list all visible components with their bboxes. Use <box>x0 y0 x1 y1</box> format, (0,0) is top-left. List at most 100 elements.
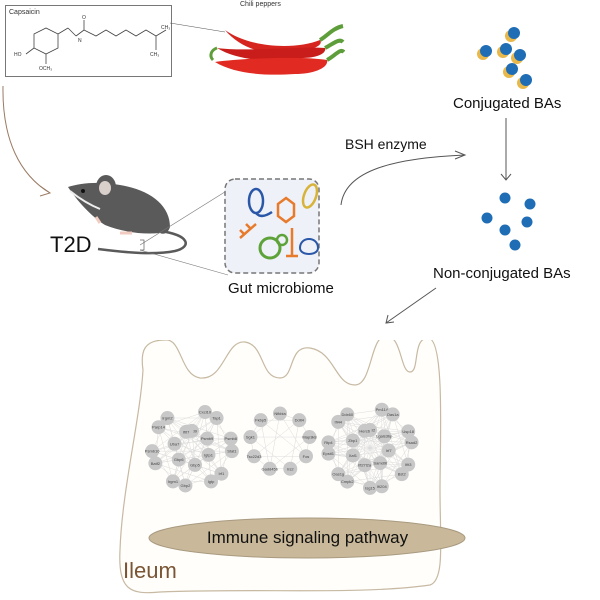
gene-node: Xaf1 <box>345 448 360 463</box>
gene-node: Herc6 <box>357 423 372 438</box>
capsaicin-to-mouse-arrow <box>2 85 52 197</box>
svg-text:Epsti1: Epsti1 <box>323 451 335 456</box>
svg-text:Ddit4: Ddit4 <box>295 418 305 423</box>
nonconjugated-ba-dot <box>499 224 511 236</box>
capsaicin-label: Capsaicin <box>9 9 40 16</box>
gene-node: Irf7 <box>381 443 396 458</box>
svg-text:Cmpk2: Cmpk2 <box>341 479 354 484</box>
svg-text:Pm114: Pm114 <box>376 407 389 412</box>
svg-text:Psmb10: Psmb10 <box>145 449 160 454</box>
svg-text:Ifit7: Ifit7 <box>183 429 190 434</box>
svg-text:Herc6: Herc6 <box>359 428 370 433</box>
svg-text:CH₃: CH₃ <box>161 25 170 31</box>
gene-node: Ifi27l2a <box>357 458 372 473</box>
gene-node: Bst2 <box>394 467 409 482</box>
nonconjugated-bas-icon <box>481 192 536 251</box>
gene-node: Lgals3bp <box>376 429 393 444</box>
mouse-icon <box>68 175 187 255</box>
gene-node: Tsc22d3 <box>247 449 263 464</box>
immune-pathway-label: Immune signaling pathway <box>206 528 409 547</box>
gene-node: Parp14 <box>151 420 166 435</box>
gene-node: Samd9l <box>373 456 388 471</box>
svg-text:Parp14: Parp14 <box>152 425 166 430</box>
svg-text:Map3k8: Map3k8 <box>302 435 317 440</box>
svg-text:Uba7: Uba7 <box>170 441 180 446</box>
nonconjugated-ba-dot <box>509 239 521 251</box>
svg-text:Sgk1: Sgk1 <box>246 435 256 440</box>
gene-node: Irgm2 <box>160 411 175 426</box>
nh-label: N <box>78 38 82 44</box>
gene-node: Gbp6 <box>171 452 186 467</box>
svg-text:Batf2: Batf2 <box>151 461 161 466</box>
svg-text:Gbp5: Gbp5 <box>190 462 201 467</box>
svg-text:Irgm1: Irgm1 <box>168 479 179 484</box>
conjugated-ba-dot <box>517 74 532 89</box>
conjugated-bas-icon <box>477 27 532 89</box>
nonconjugated-ba-dot <box>521 216 533 228</box>
svg-text:Rsad2: Rsad2 <box>406 440 418 445</box>
svg-text:Psmb9: Psmb9 <box>201 436 214 441</box>
svg-text:Irf7: Irf7 <box>386 448 393 453</box>
nonconjugated-bas-label: Non-conjugated BAs <box>433 265 571 282</box>
svg-text:Isg15: Isg15 <box>365 485 376 490</box>
gene-node: Ddit4 <box>292 413 307 428</box>
gene-node: Batf2 <box>148 456 163 471</box>
svg-text:Igtp1: Igtp1 <box>204 452 214 457</box>
conjugated-to-nonconjugated-arrow <box>500 118 512 181</box>
svg-text:Usp18: Usp18 <box>402 429 414 434</box>
gene-node: Usp18 <box>401 424 416 439</box>
chili-peppers-icon <box>209 24 345 75</box>
svg-text:Xaf1: Xaf1 <box>349 453 358 458</box>
svg-text:Gbp6: Gbp6 <box>174 457 185 462</box>
gene-node: Igtp1 <box>201 447 216 462</box>
gut-microbiome-icon <box>224 178 320 274</box>
connector-line <box>169 22 226 33</box>
gene-node: Psmb9 <box>200 431 215 446</box>
capsaicin-molecule-icon: N O HO OCH₃ CH₃ CH₃ <box>14 15 170 72</box>
svg-text:Ddx60: Ddx60 <box>342 412 354 417</box>
svg-text:Samd9l: Samd9l <box>373 461 387 466</box>
svg-text:Oas1g: Oas1g <box>332 472 344 477</box>
svg-text:Igtp: Igtp <box>208 479 215 484</box>
gene-node: Stat1 <box>224 444 239 459</box>
gene-node: Map3k8 <box>302 430 317 445</box>
gene-node: Gbp5 <box>187 457 202 472</box>
svg-text:Fkbp5: Fkbp5 <box>255 418 267 423</box>
gene-node: Cxcl10 <box>197 405 212 420</box>
svg-text:Irf1: Irf1 <box>219 471 226 476</box>
bsh-enzyme-arrow <box>340 150 467 206</box>
conjugated-ba-dot <box>477 45 492 60</box>
gene-node: Isg15 <box>363 480 377 495</box>
svg-text:Bst2: Bst2 <box>398 472 407 477</box>
conjugated-ba-dot <box>497 43 512 58</box>
gene-node: Psmb8 <box>223 431 238 446</box>
gene-node: Gadd45b <box>262 461 279 476</box>
bas-to-ileum-arrow <box>385 287 437 324</box>
bsh-enzyme-label: BSH enzyme <box>345 136 427 152</box>
svg-text:Ifi27l2a: Ifi27l2a <box>358 463 372 468</box>
nonconjugated-ba-dot <box>524 198 536 210</box>
svg-text:Ifi204: Ifi204 <box>377 484 388 489</box>
gene-node: Rtp4 <box>321 435 336 450</box>
gene-node: Oas1g <box>331 467 346 482</box>
gene-node: Oas1a <box>385 407 400 422</box>
gene-node: Gbp2 <box>178 478 193 493</box>
svg-text:Tsc22d3: Tsc22d3 <box>247 454 263 459</box>
svg-text:Fos: Fos <box>303 454 310 459</box>
zoom-lines <box>140 189 229 276</box>
svg-text:Ifit3: Ifit3 <box>405 462 412 467</box>
gene-node: Irf1 <box>214 466 229 481</box>
gene-node: Nfkbia <box>273 406 287 421</box>
gene-node: Ifit7 <box>179 424 194 439</box>
gene-node: Ddx60 <box>340 407 355 422</box>
svg-text:Zbp1: Zbp1 <box>348 438 358 443</box>
svg-text:CH₃: CH₃ <box>150 52 159 58</box>
nonconjugated-ba-dot <box>481 212 493 224</box>
gene-node: Pm114 <box>374 402 389 417</box>
nonconjugated-ba-dot <box>499 192 511 204</box>
gene-node: Irs2 <box>283 461 298 476</box>
gene-node: Tap1 <box>209 411 224 426</box>
gene-node: Uba7 <box>167 436 182 451</box>
svg-text:Tap1: Tap1 <box>212 416 221 421</box>
svg-text:O: O <box>82 15 86 21</box>
